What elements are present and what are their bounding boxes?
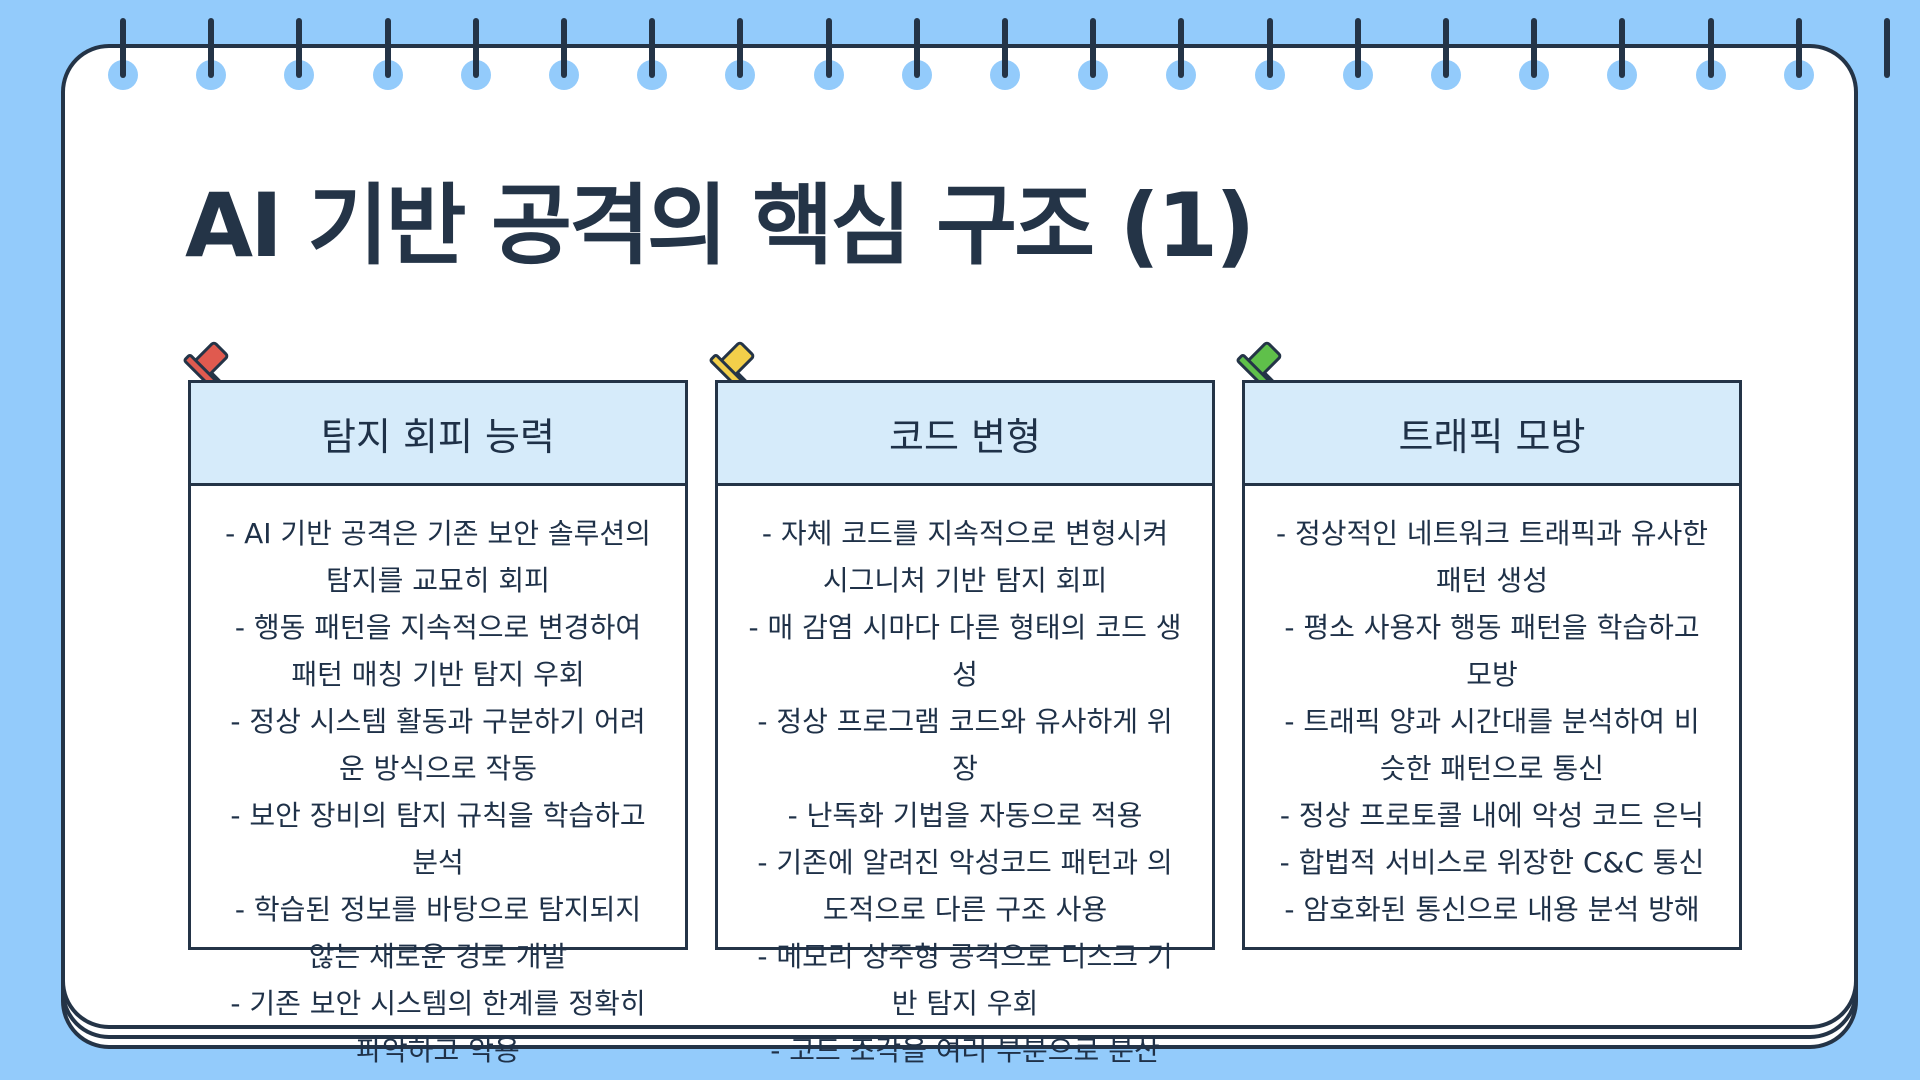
card-list: - AI 기반 공격은 기존 보안 솔루션의 탐지를 교묘히 회피 - 행동 패… — [191, 486, 685, 1074]
binding-ring — [1255, 0, 1285, 90]
list-item: - AI 기반 공격은 기존 보안 솔루션의 탐지를 교묘히 회피 — [225, 517, 651, 597]
binding-ring — [284, 0, 314, 90]
binding-ring — [1696, 0, 1726, 90]
card-traffic-mimicry: 트래픽 모방 - 정상적인 네트워크 트래픽과 유사한 패턴 생성 - 평소 사… — [1242, 380, 1742, 950]
list-item: - 자체 코드를 지속적으로 변형시켜 시그니처 기반 탐지 회피 — [761, 517, 1169, 597]
list-item: - 행동 패턴을 지속적으로 변경하여 패턴 매칭 기반 탐지 우회 — [234, 611, 642, 691]
binding-ring — [1784, 0, 1814, 90]
card-list: - 정상적인 네트워크 트래픽과 유사한 패턴 생성 - 평소 사용자 행동 패… — [1245, 486, 1739, 933]
list-item: - 코드 조각을 여러 부분으로 분산 — [770, 1034, 1160, 1067]
spiral-binding — [0, 0, 1920, 100]
binding-ring — [1431, 0, 1461, 90]
page-title: AI 기반 공격의 핵심 구조 (1) — [185, 174, 1255, 277]
binding-ring — [461, 0, 491, 90]
list-item: - 학습된 정보를 바탕으로 탐지되지 않는 새로운 경로 개발 — [234, 893, 642, 973]
list-item: - 정상 시스템 활동과 구분하기 어려운 방식으로 작동 — [230, 705, 646, 785]
list-item: - 보안 장비의 탐지 규칙을 학습하고 분석 — [230, 799, 646, 879]
list-item: - 난독화 기법을 자동으로 적용 — [787, 799, 1143, 832]
binding-ring — [1166, 0, 1196, 90]
binding-ring — [990, 0, 1020, 90]
card-detection-evasion: 탐지 회피 능력 - AI 기반 공격은 기존 보안 솔루션의 탐지를 교묘히 … — [188, 380, 688, 1067]
binding-ring — [1607, 0, 1637, 90]
card-heading: 코드 변형 — [718, 383, 1212, 486]
card-heading: 트래픽 모방 — [1245, 383, 1739, 486]
list-item: - 정상적인 네트워크 트래픽과 유사한 패턴 생성 — [1275, 517, 1709, 597]
list-item: - 기존 보안 시스템의 한계를 정확히 파악하고 악용 — [230, 987, 646, 1067]
list-item: - 메모리 상주형 공격으로 디스크 기반 탐지 우회 — [757, 940, 1173, 1020]
binding-ring — [108, 0, 138, 90]
binding-ring — [725, 0, 755, 90]
list-item: - 정상 프로그램 코드와 유사하게 위장 — [757, 705, 1173, 785]
binding-ring — [637, 0, 667, 90]
list-item: - 기존에 알려진 악성코드 패턴과 의도적으로 다른 구조 사용 — [757, 846, 1173, 926]
binding-ring — [1343, 0, 1373, 90]
list-item: - 합법적 서비스로 위장한 C&C 통신 — [1279, 846, 1705, 879]
binding-ring — [196, 0, 226, 90]
binding-ring — [1078, 0, 1108, 90]
list-item: - 평소 사용자 행동 패턴을 학습하고 모방 — [1284, 611, 1700, 691]
card-code-mutation: 코드 변형 - 자체 코드를 지속적으로 변형시켜 시그니처 기반 탐지 회피 … — [715, 380, 1215, 1067]
binding-ring — [549, 0, 579, 90]
card-list: - 자체 코드를 지속적으로 변형시켜 시그니처 기반 탐지 회피 - 매 감염… — [718, 486, 1212, 1074]
list-item: - 매 감염 시마다 다른 형태의 코드 생성 — [748, 611, 1182, 691]
yellow-pushpin-icon — [709, 341, 766, 402]
list-item: - 정상 프로토콜 내에 악성 코드 은닉 — [1279, 799, 1705, 832]
binding-ring — [1519, 0, 1549, 90]
list-item: - 트래픽 양과 시간대를 분석하여 비슷한 패턴으로 통신 — [1284, 705, 1700, 785]
binding-ring — [373, 0, 403, 90]
binding-ring — [902, 0, 932, 90]
card-heading: 탐지 회피 능력 — [191, 383, 685, 486]
binding-ring — [814, 0, 844, 90]
list-item: - 암호화된 통신으로 내용 분석 방해 — [1284, 893, 1700, 926]
binding-ring — [1872, 0, 1902, 90]
